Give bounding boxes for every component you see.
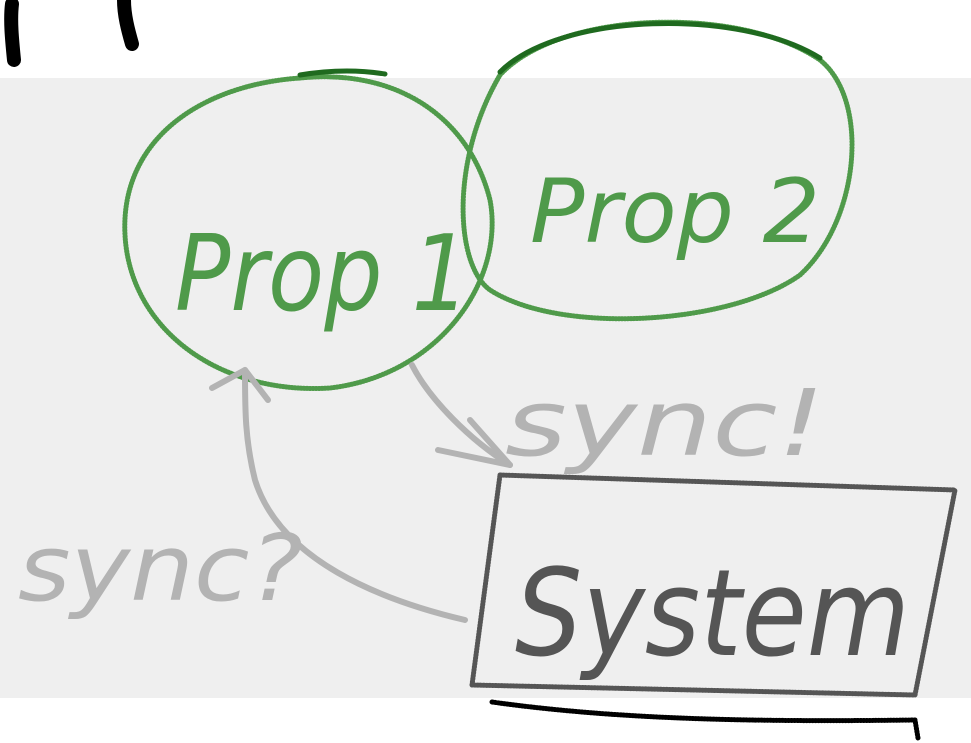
ink-mark-left <box>4 0 21 67</box>
edge-line-sync-question <box>242 367 468 623</box>
edge-label-sync-question: sync? <box>18 515 303 622</box>
system-underline <box>489 699 921 741</box>
prop2-node: Prop 2 <box>460 19 855 322</box>
system-node: System <box>469 472 958 741</box>
edge-system-to-prop1: sync? <box>18 367 468 623</box>
system-box <box>469 472 958 698</box>
prop2-circle-top-dark <box>497 21 823 75</box>
system-label: System <box>515 545 910 684</box>
edge-arrowhead-up <box>209 367 271 403</box>
prop1-label: Prop 1 <box>175 213 470 335</box>
prop1-node: Prop 1 <box>122 68 495 392</box>
prop1-circle-top-dark <box>297 68 388 78</box>
ink-mark-right <box>117 0 139 51</box>
edge-label-sync-exclaim: sync! <box>505 370 825 477</box>
edge-arrowhead-down <box>435 417 513 468</box>
prop2-label: Prop 2 <box>530 160 820 263</box>
edge-prop1-to-system: sync! <box>409 362 825 477</box>
prop1-circle <box>122 74 495 392</box>
edge-line-sync-exclaim <box>409 362 513 468</box>
